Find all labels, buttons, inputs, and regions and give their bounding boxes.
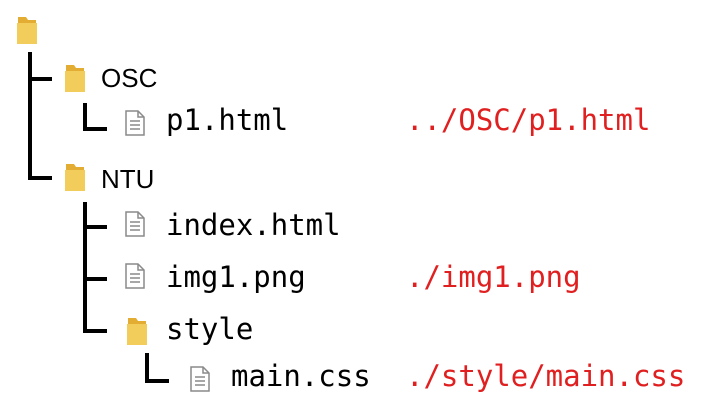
root-folder-icon xyxy=(17,17,37,44)
file-name-p1: p1.html xyxy=(166,103,289,137)
tree-connector xyxy=(83,329,107,333)
tree-connector xyxy=(145,353,149,383)
file-icon xyxy=(125,263,145,289)
tree-connector xyxy=(145,379,169,383)
folder-icon xyxy=(127,318,147,345)
file-name-index: index.html xyxy=(166,208,341,242)
folder-name-style: style xyxy=(166,312,254,346)
folder-name-osc: OSC xyxy=(101,63,158,93)
folder-icon xyxy=(65,65,85,92)
file-name-main: main.css xyxy=(231,359,371,393)
file-name-img1: img1.png xyxy=(166,260,306,294)
path-img1: ./img1.png xyxy=(406,260,581,294)
tree-connector xyxy=(83,103,87,131)
tree-connector xyxy=(28,52,32,178)
tree-connector xyxy=(83,202,87,333)
tree-connector xyxy=(83,127,107,131)
folder-icon xyxy=(65,164,85,191)
tree-connector xyxy=(28,176,52,180)
file-icon xyxy=(125,110,145,136)
tree-connector xyxy=(28,77,52,81)
path-main: ./style/main.css xyxy=(406,359,686,393)
folder-name-ntu: NTU xyxy=(101,164,155,194)
file-icon xyxy=(125,211,145,237)
file-icon xyxy=(190,366,210,392)
tree-connector xyxy=(83,277,107,281)
tree-connector xyxy=(83,225,107,229)
path-p1: ../OSC/p1.html xyxy=(406,103,651,137)
